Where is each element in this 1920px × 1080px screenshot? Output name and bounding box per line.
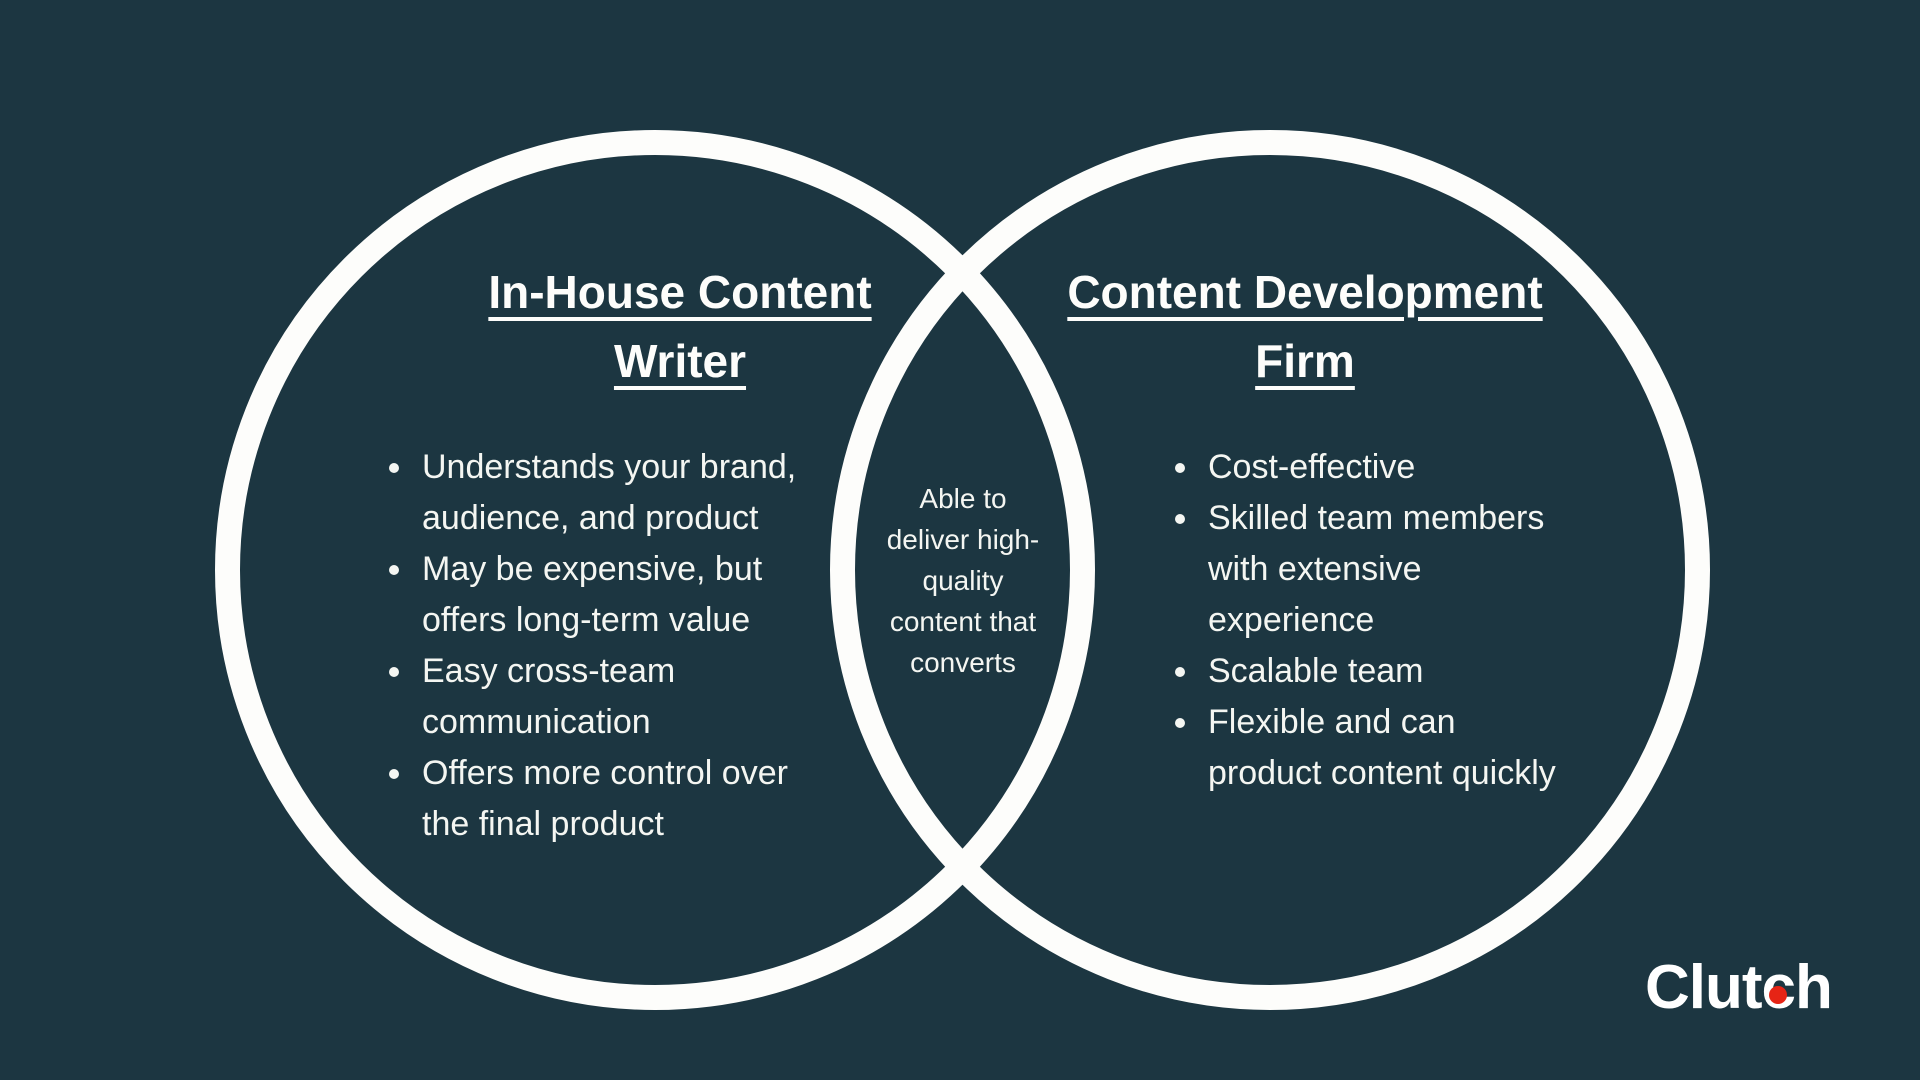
left-circle-title: In-House Content Writer <box>488 266 872 387</box>
right-circle-title: Content Development Firm <box>1067 266 1543 387</box>
list-item: Scalable team <box>1202 646 1722 697</box>
clutch-logo-text-start: Clut <box>1645 953 1763 1022</box>
list-item: Offers more control over the final produ… <box>416 748 956 850</box>
list-item: Cost-effective <box>1202 442 1722 493</box>
clutch-logo-red-dot-icon <box>1769 986 1788 1005</box>
clutch-logo-text-end: h <box>1795 953 1833 1022</box>
list-item: May be expensive, but offers long-term v… <box>416 544 956 646</box>
venn-intersection-text: Able to deliver high- quality content th… <box>886 483 1040 678</box>
list-item: Easy cross-team communication <box>416 646 956 748</box>
left-circle-bullet-list: Understands your brand, audience, and pr… <box>382 442 956 850</box>
clutch-logo-letter-c: c <box>1762 952 1796 1023</box>
list-item: Flexible and can product content quickly <box>1202 697 1722 799</box>
list-item: Skilled team members with extensive expe… <box>1202 493 1722 646</box>
clutch-logo: Clutch <box>1645 952 1833 1023</box>
list-item: Understands your brand, audience, and pr… <box>416 442 956 544</box>
right-circle-bullet-list: Cost-effective Skilled team members with… <box>1168 442 1722 799</box>
